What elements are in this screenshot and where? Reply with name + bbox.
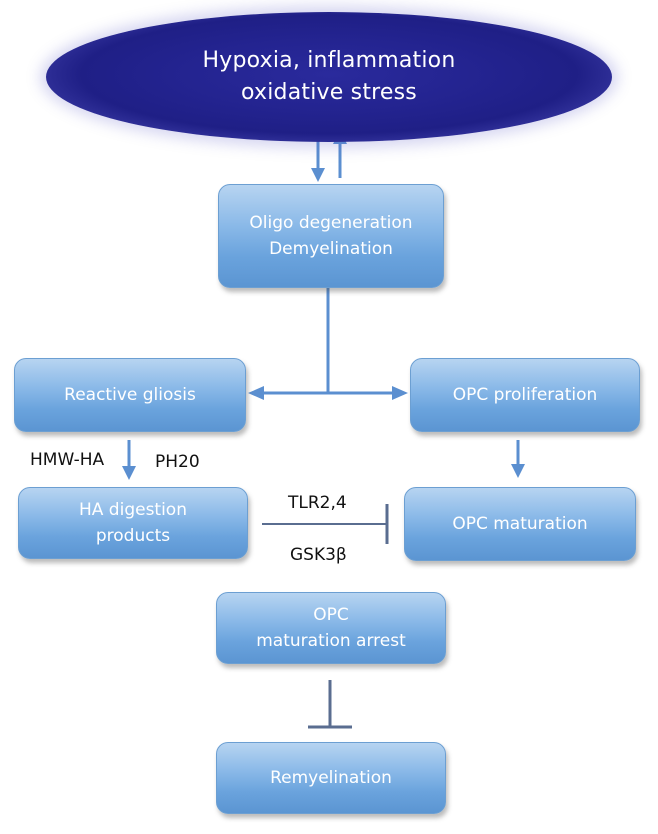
node-oligo-line1: Oligo degeneration (249, 213, 413, 233)
inhibition-arrest-to-remyelination (308, 680, 352, 729)
node-ha-line2: products (95, 526, 171, 546)
node-ha-digestion-products: HA digestion products (18, 487, 248, 559)
arrowhead-to-gliosis (248, 386, 264, 400)
node-opc-maturation: OPC maturation (404, 487, 636, 561)
stress-label-line1: Hypoxia, inflammation (202, 48, 456, 73)
node-proliferation-label: OPC proliferation (452, 385, 598, 405)
node-arrest-line1: OPC (313, 605, 349, 625)
node-opc-proliferation: OPC proliferation (410, 358, 640, 432)
node-gliosis-label: Reactive gliosis (64, 385, 196, 405)
node-opc-maturation-arrest: OPC maturation arrest (216, 592, 446, 664)
inhibition-ha-to-maturation (262, 504, 389, 544)
node-reactive-gliosis: Reactive gliosis (14, 358, 246, 432)
edge-label-gsk3b: GSK3β (290, 545, 347, 565)
arrowhead-to-proliferation (392, 386, 408, 400)
node-ha-line1: HA digestion (78, 500, 187, 520)
node-oligo-degeneration: Oligo degeneration Demyelination (218, 184, 444, 288)
stress-label-line2: oxidative stress (241, 80, 417, 105)
edge-label-ph20: PH20 (155, 452, 200, 472)
edge-label-tlr: TLR2,4 (288, 493, 347, 513)
node-arrest-line2: maturation arrest (256, 631, 406, 651)
node-oligo-line2: Demyelination (269, 239, 393, 259)
stress-ellipse: Hypoxia, inflammation oxidative stress (46, 12, 612, 142)
edge-label-hmw-ha: HMW-HA (30, 450, 105, 470)
node-maturation-label: OPC maturation (452, 514, 588, 534)
arrow-proliferation-to-maturation (511, 440, 525, 478)
node-remyelination-label: Remyelination (270, 768, 392, 788)
node-remyelination: Remyelination (216, 742, 446, 814)
arrow-gliosis-to-ha (122, 440, 136, 480)
